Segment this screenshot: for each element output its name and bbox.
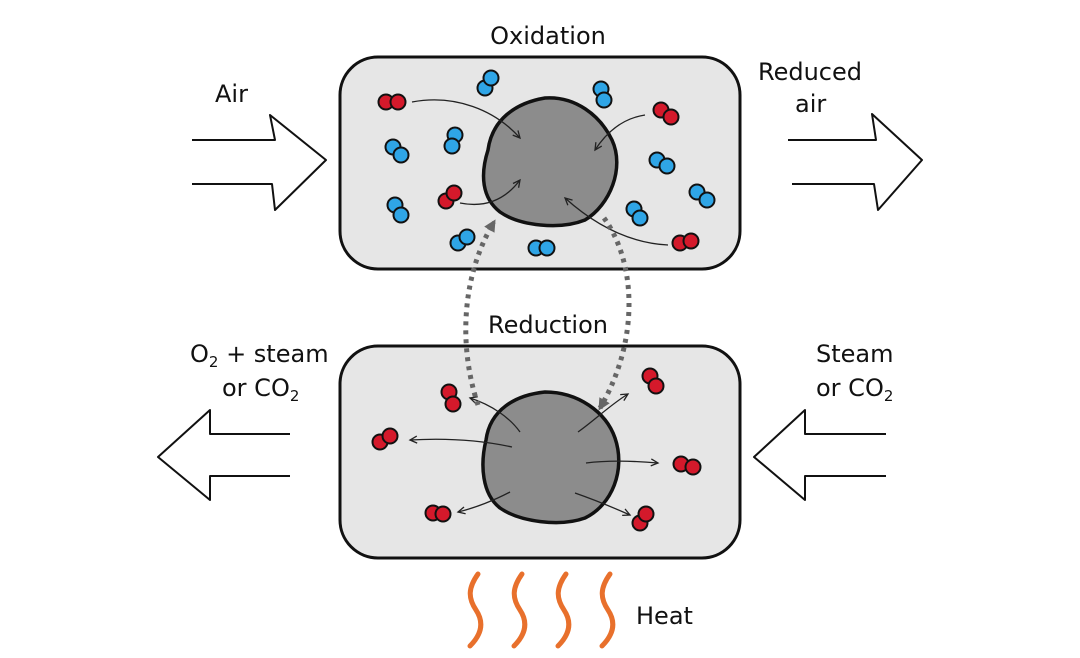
steam-inlet-arrow [753, 409, 886, 501]
nitrogen-molecule [527, 239, 556, 257]
oxygen-uptake-arrow [411, 99, 521, 140]
oxidation-flow-arrows [411, 99, 669, 246]
oxidation-molecules [377, 69, 716, 257]
oxygen-uptake-arrow [459, 178, 521, 206]
oxygen-steam-outlet-arrow [157, 409, 290, 501]
oxidation-label: Oxidation [490, 22, 606, 50]
oxygen-molecule [424, 504, 452, 523]
nitrogen-molecule [449, 228, 476, 252]
air-inlet-arrow [192, 114, 327, 211]
oxygen-release-arrow [585, 458, 660, 467]
oxygen-uptake-arrow [563, 197, 669, 246]
oxygen-uptake-arrow [594, 114, 646, 152]
outlet-label-line2: or CO2 [222, 374, 299, 405]
heat-waves [467, 571, 616, 649]
oxygen-release-arrow [468, 396, 521, 433]
heat-label: Heat [636, 602, 693, 630]
oxygen-molecule [641, 367, 665, 395]
reduction-label: Reduction [488, 311, 608, 339]
heat-wave [511, 571, 528, 649]
nitrogen-molecule [476, 69, 500, 97]
oxygen-molecule [671, 232, 700, 252]
cycle-arrow-to-reduction [597, 216, 632, 411]
nitrogen-molecule [648, 151, 676, 175]
oxygen-molecule [672, 455, 702, 476]
nitrogen-molecule [625, 200, 649, 227]
heat-wave [599, 571, 616, 649]
nitrogen-molecule [688, 183, 716, 209]
oxygen-molecule [377, 93, 407, 111]
oxygen-molecule [371, 427, 399, 451]
oxygen-release-arrow [456, 491, 511, 515]
oxygen-release-arrow [574, 492, 632, 517]
inlet-label-line1: Steam [816, 340, 894, 368]
oxidation-particle [481, 96, 619, 228]
oxygen-molecule [652, 101, 680, 126]
oxygen-molecule [440, 383, 462, 413]
heat-wave [467, 571, 484, 649]
reduced-air-label-line2: air [795, 90, 826, 118]
oxygen-molecule [631, 505, 655, 532]
oxygen-release-arrow [408, 435, 513, 448]
air-label: Air [215, 80, 248, 108]
cycle-arrows [463, 216, 632, 411]
nitrogen-molecule [592, 80, 613, 109]
reduced-air-label-line1: Reduced [758, 58, 862, 86]
nitrogen-molecule [386, 196, 410, 224]
oxygen-release-arrow [577, 393, 630, 433]
reduction-flow-arrows [408, 393, 660, 517]
reduction-molecules [371, 367, 702, 532]
reduced-air-outlet-arrow [788, 113, 923, 211]
nitrogen-molecule [384, 138, 410, 164]
heat-wave [555, 571, 572, 649]
outlet-label-line1: O2 + steam [190, 340, 329, 371]
nitrogen-molecule [443, 126, 464, 155]
oxygen-molecule [437, 184, 463, 210]
inlet-label-line2: or CO2 [816, 374, 893, 405]
reduction-particle [481, 390, 621, 525]
